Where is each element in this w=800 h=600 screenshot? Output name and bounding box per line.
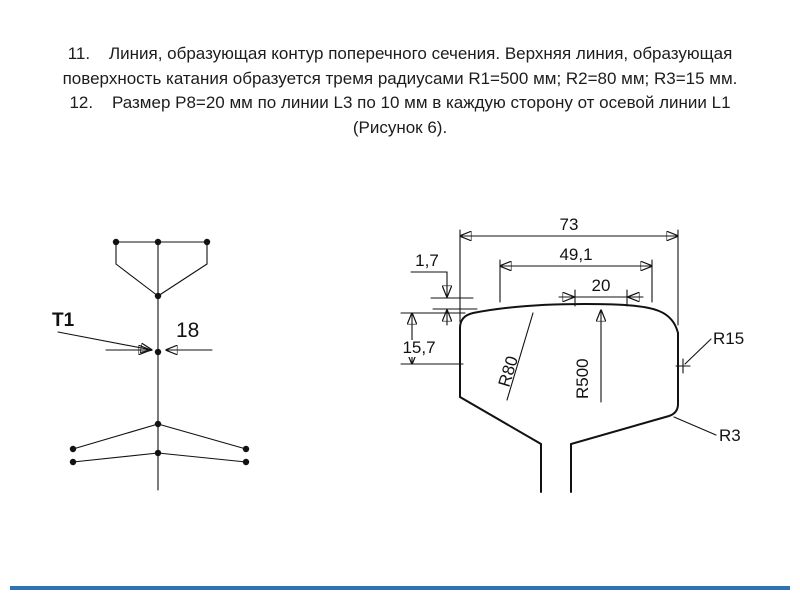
dimension-20: 20 — [558, 276, 644, 307]
dimension-18: 18 — [105, 319, 213, 350]
radius-r80-callout: R80 — [495, 312, 534, 401]
dim-1-7-label: 1,7 — [415, 251, 439, 270]
radius-r500-callout: R500 — [573, 310, 601, 403]
dim-18-label: 18 — [176, 319, 199, 342]
dimension-1-7: 1,7 — [410, 251, 478, 326]
list-item-11: 11. Линия, образующая контур поперечного… — [62, 44, 738, 88]
t1-callout: T1 — [52, 310, 152, 350]
rail-profile-drawing: 73 49,1 20 1,7 15,7 R80 — [393, 215, 744, 493]
rail-profile-outline — [459, 302, 679, 493]
dim-49-1-label: 49,1 — [559, 245, 592, 264]
skeleton-lines — [72, 241, 247, 491]
r500-label: R500 — [573, 358, 592, 399]
slide-text-block: 11. Линия, образующая контур поперечного… — [55, 42, 745, 141]
radius-r15-callout: R15 — [675, 329, 744, 374]
slide-accent-bar — [10, 586, 790, 590]
list-item-12: 12. Размер Р8=20 мм по линии L3 по 10 мм… — [69, 93, 731, 137]
dim-20-label: 20 — [592, 276, 611, 295]
dimension-49-1: 49,1 — [500, 245, 652, 303]
control-points — [69, 238, 250, 466]
dim-15-7-label: 15,7 — [402, 338, 435, 357]
dimension-15-7: 15,7 — [393, 313, 466, 364]
rail-skeleton-diagram: T1 18 — [52, 238, 250, 491]
radius-r3-callout: R3 — [673, 416, 741, 445]
r80-label: R80 — [495, 354, 522, 389]
t1-label: T1 — [52, 310, 75, 331]
r3-label: R3 — [719, 426, 741, 445]
dimension-73: 73 — [460, 215, 678, 326]
dim-73-label: 73 — [560, 215, 579, 234]
r15-label: R15 — [713, 329, 744, 348]
